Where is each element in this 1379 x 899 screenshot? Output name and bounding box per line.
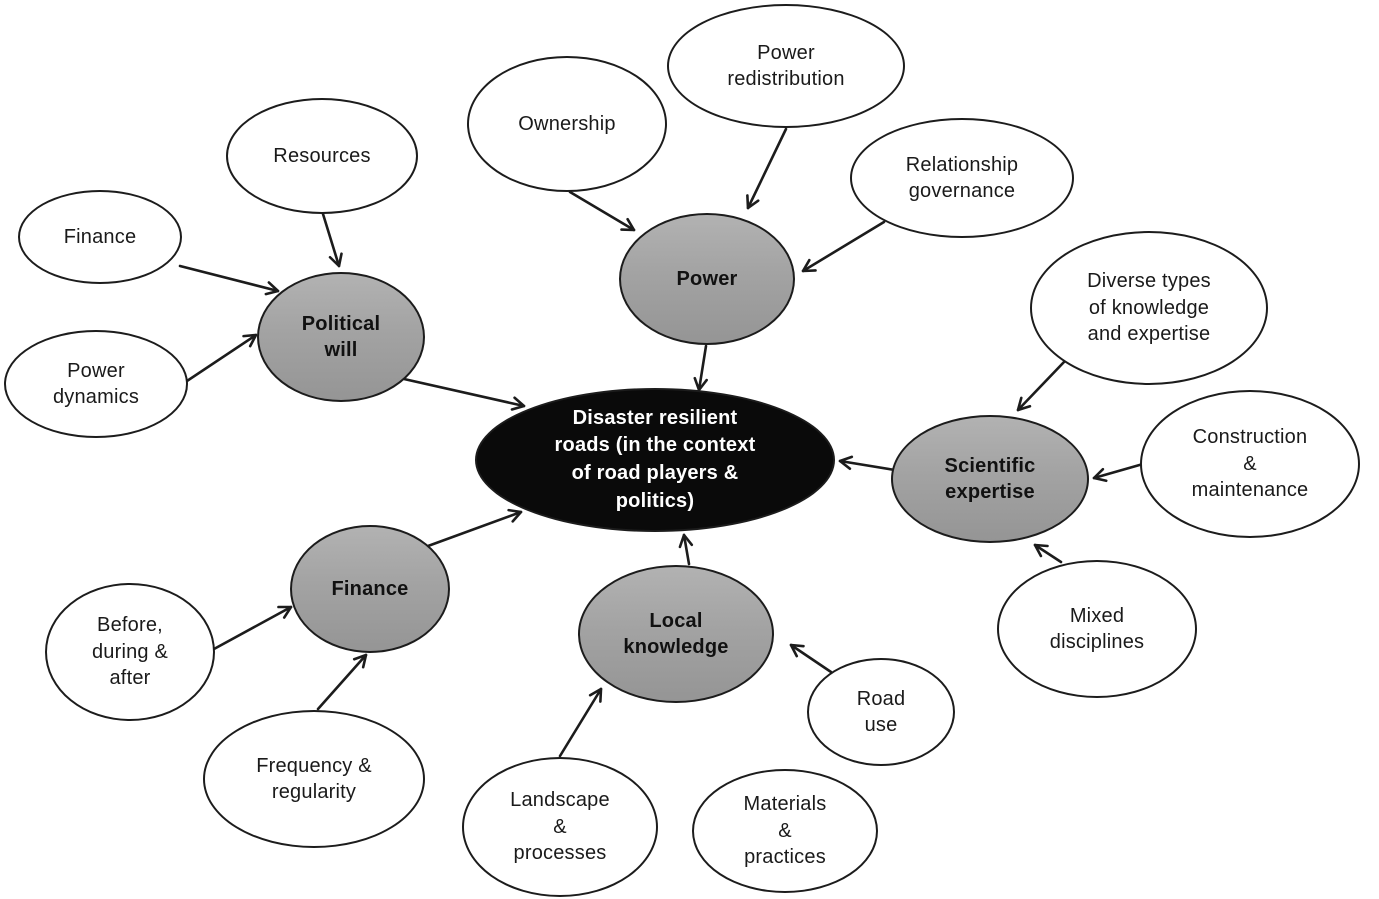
arrow-political-will-to-center — [402, 377, 526, 411]
node-center-label: Disaster resilient roads (in the context… — [554, 406, 756, 512]
arrow-finance-to-center — [426, 508, 523, 548]
node-power-dynamics: Power dynamics — [4, 330, 188, 438]
node-finance-top-label: Finance — [63, 225, 137, 248]
node-power-redistribution: Power redistribution — [667, 4, 905, 128]
arrow-power-dynamics-to-political-will — [185, 333, 258, 383]
node-ownership: Ownership — [467, 56, 667, 192]
arrow-finance-to-political-will — [178, 264, 280, 296]
node-road-use-label: Road use — [856, 687, 906, 736]
arrow-frequency-to-finance — [316, 653, 368, 711]
node-materials-practices-label: Materials & practices — [743, 793, 827, 869]
node-diverse-types: Diverse types of knowledge and expertise — [1030, 231, 1268, 385]
node-resources-label: Resources — [273, 144, 371, 167]
node-political-will-label: Political will — [301, 312, 381, 361]
node-frequency-regularity-label: Frequency & regularity — [256, 754, 372, 803]
node-resources: Resources — [226, 98, 418, 214]
node-frequency-regularity: Frequency & regularity — [203, 710, 425, 848]
arrow-local-knowledge-to-center — [678, 533, 694, 566]
node-scientific-expertise: Scientific expertise — [891, 415, 1089, 543]
arrow-relationship-governance-to-power — [801, 220, 886, 273]
arrow-ownership-to-power — [568, 190, 636, 232]
arrow-road-use-to-local-knowledge — [789, 643, 833, 674]
arrow-mixed-disciplines-to-scientific-expertise — [1033, 543, 1063, 564]
arrow-diverse-types-to-scientific-expertise — [1016, 360, 1066, 412]
node-finance-gray-label: Finance — [331, 577, 409, 600]
node-construction-maintenance-label: Construction & maintenance — [1191, 426, 1309, 502]
node-landscape-processes: Landscape & processes — [462, 757, 658, 897]
node-before-during-after-label: Before, during & after — [91, 614, 169, 690]
node-diverse-types-label: Diverse types of knowledge and expertise — [1087, 270, 1211, 346]
node-finance-gray: Finance — [290, 525, 450, 653]
node-local-knowledge: Local knowledge — [578, 565, 774, 703]
node-road-use: Road use — [807, 658, 955, 766]
node-center-disaster-resilient-roads: Disaster resilient roads (in the context… — [475, 388, 835, 532]
node-political-will: Political will — [257, 272, 425, 402]
node-landscape-processes-label: Landscape & processes — [510, 789, 610, 865]
node-power-redistribution-label: Power redistribution — [727, 41, 845, 90]
node-construction-maintenance: Construction & maintenance — [1140, 390, 1360, 538]
node-materials-practices: Materials & practices — [692, 769, 878, 893]
arrow-power-to-center — [693, 344, 708, 392]
node-before-during-after: Before, during & after — [45, 583, 215, 721]
node-power: Power — [619, 213, 795, 345]
node-power-dynamics-label: Power dynamics — [52, 359, 140, 408]
node-ownership-label: Ownership — [518, 112, 616, 135]
node-relationship-governance-label: Relationship governance — [905, 153, 1019, 202]
node-mixed-disciplines-label: Mixed disciplines — [1049, 604, 1145, 653]
arrow-power-redistribution-to-power — [746, 127, 788, 210]
node-finance-top: Finance — [18, 190, 182, 284]
arrow-resources-to-political-will — [321, 212, 343, 268]
node-relationship-governance: Relationship governance — [850, 118, 1074, 238]
arrow-construction-to-scientific-expertise — [1092, 462, 1145, 483]
node-mixed-disciplines: Mixed disciplines — [997, 560, 1197, 698]
arrow-before-during-after-to-finance — [212, 605, 293, 651]
node-scientific-expertise-label: Scientific expertise — [944, 454, 1036, 503]
node-power-label: Power — [676, 267, 738, 290]
node-local-knowledge-label: Local knowledge — [623, 609, 729, 658]
arrow-scientific-expertise-to-center — [838, 455, 897, 472]
arrow-landscape-to-local-knowledge — [558, 687, 603, 758]
